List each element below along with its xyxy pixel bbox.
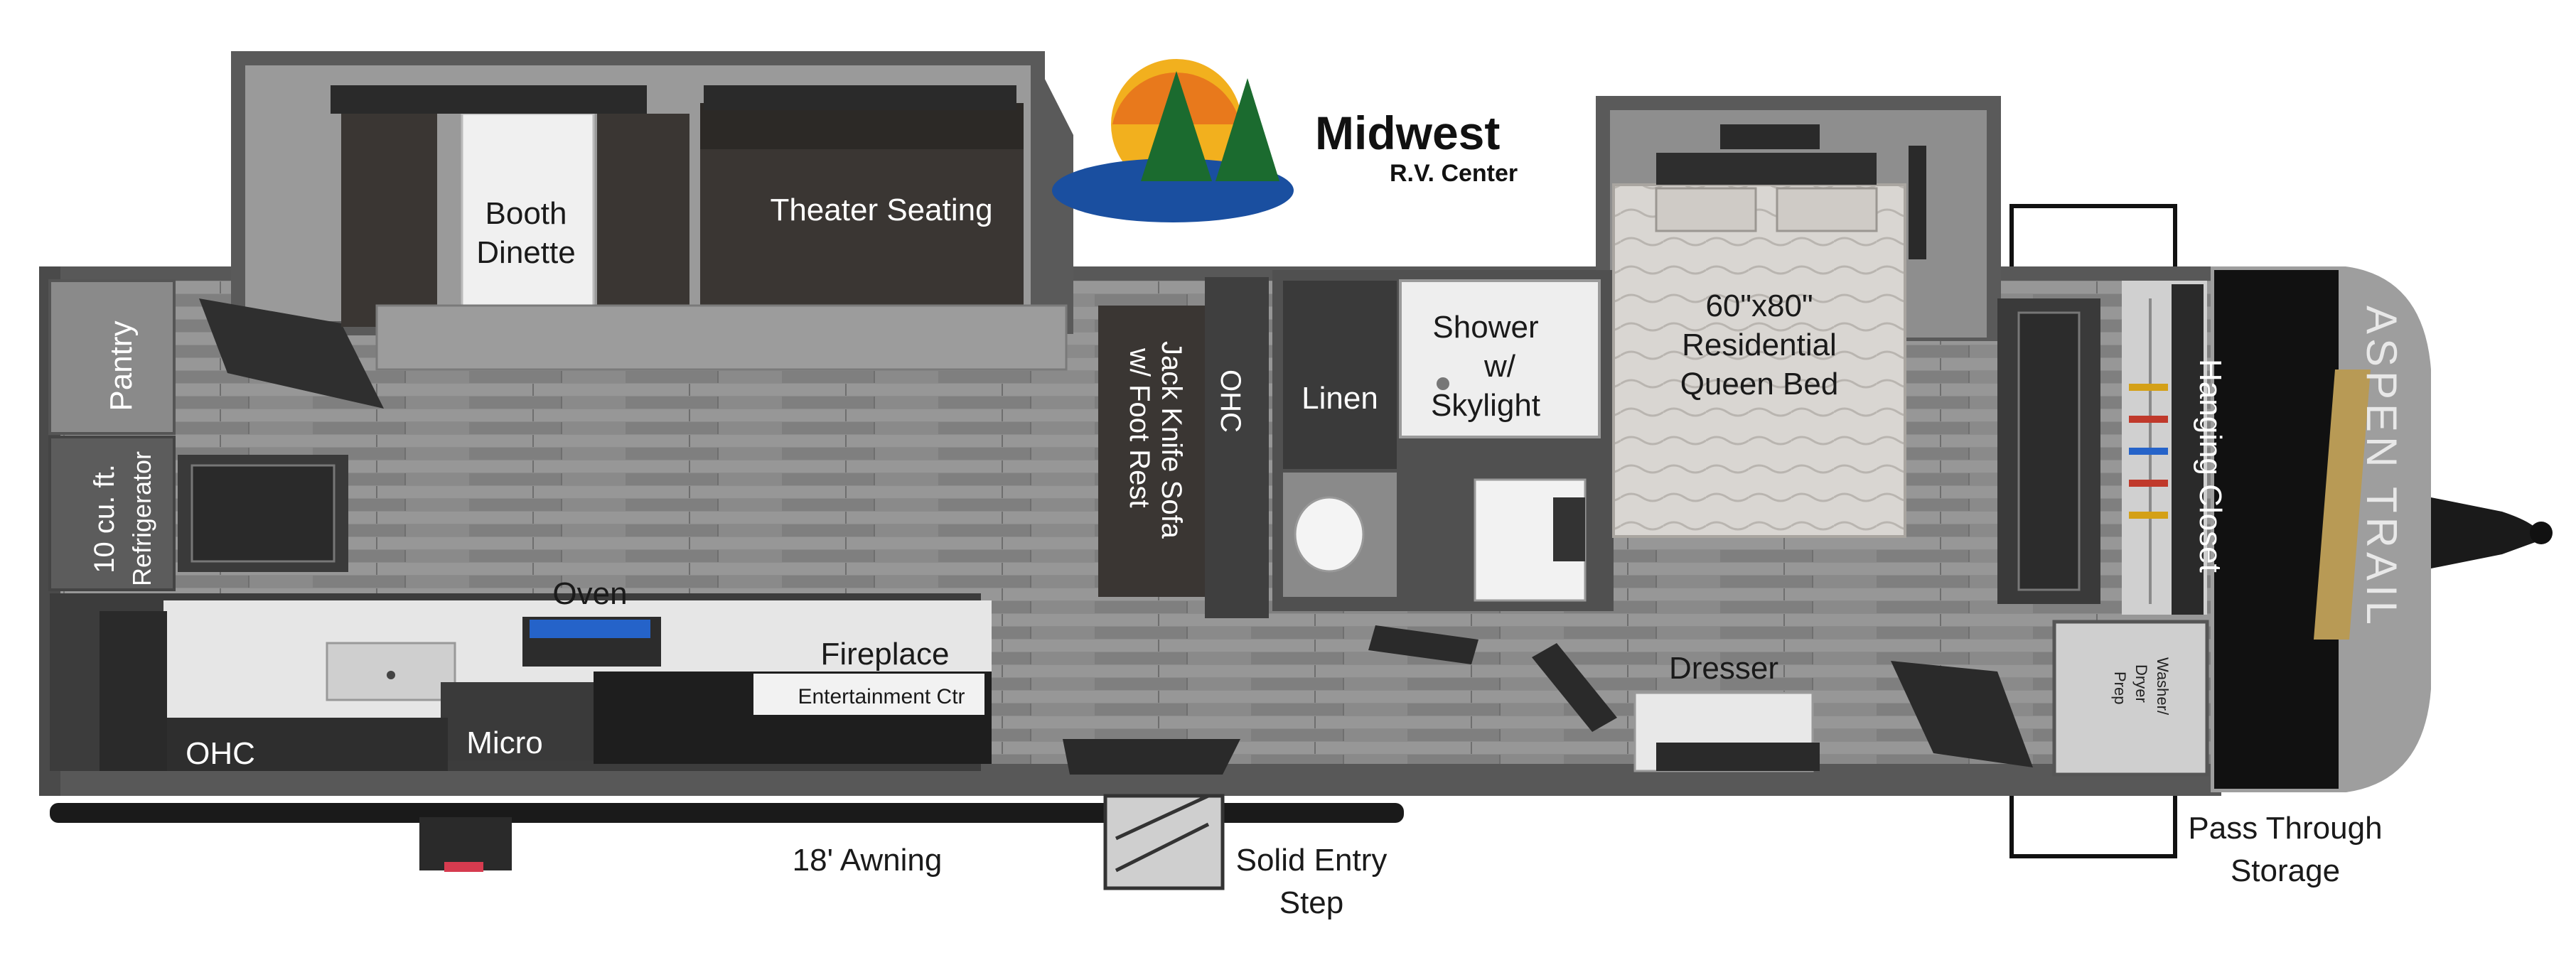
booth-window	[331, 85, 647, 114]
label-micro: Micro	[466, 726, 543, 760]
label-entry-step-2: Step	[1279, 885, 1344, 920]
queen-bed	[1612, 183, 1906, 538]
nightstand	[1909, 146, 1926, 259]
entry-door-opening	[1063, 739, 1240, 775]
label-shower-w: w/	[1483, 349, 1516, 384]
label-entertainment: Entertainment Ctr	[798, 685, 965, 708]
bath-door	[1368, 625, 1478, 664]
slide-out-left-angle	[1031, 51, 1073, 334]
closet-hangers-4	[2129, 480, 2168, 487]
pass-through-bottom	[2009, 796, 2177, 858]
label-sofa-footrest: w/ Foot Rest	[1124, 347, 1155, 508]
label-fireplace: Fireplace	[821, 637, 950, 672]
bed-headboard	[1656, 153, 1877, 185]
closet-hangers-2	[2129, 416, 2168, 423]
label-ohc-sofa: OHC	[1215, 370, 1246, 433]
label-dinette: Dinette	[476, 235, 575, 270]
washer-dryer-area	[2052, 620, 2209, 777]
closet-hangers-3	[2129, 448, 2168, 455]
awning-rail	[50, 803, 1404, 823]
closet-divider	[2172, 284, 2204, 615]
bedroom-door	[1532, 643, 1617, 732]
logo-tree-left	[1141, 71, 1212, 181]
label-theater-seating: Theater Seating	[770, 193, 992, 227]
label-refrigerator: Refrigerator	[127, 451, 156, 586]
label-ohc-kitchen: OHC	[186, 736, 255, 771]
front-cap-stripe	[2214, 270, 2339, 789]
bath-vanity-cab	[1553, 497, 1585, 561]
label-refrigerator-size: 10 cu. ft.	[89, 464, 120, 573]
faucet	[387, 671, 395, 679]
theater-window	[704, 85, 1016, 110]
label-dryer: Dryer	[2132, 664, 2150, 703]
toilet	[1294, 496, 1365, 573]
shower-drain	[1437, 377, 1449, 390]
label-washer: Washer/	[2154, 657, 2172, 716]
label-sofa: Jack Knife Sofa	[1156, 341, 1187, 539]
label-booth: Booth	[485, 196, 567, 231]
refrigerator	[48, 436, 176, 591]
awning-motor	[419, 817, 512, 870]
dresser-base	[1656, 743, 1820, 771]
oven-burners	[530, 620, 650, 638]
refrigerator-door-inner	[190, 464, 336, 563]
pantry	[48, 279, 176, 435]
label-bed-queen: Queen Bed	[1680, 367, 1839, 401]
theater-seating-back	[700, 103, 1024, 149]
logo-brand: Midwest	[1315, 107, 1500, 159]
label-bed-size: 60"x80"	[1705, 288, 1813, 323]
closet-hangers-1	[2129, 384, 2168, 391]
label-oven: Oven	[552, 576, 627, 611]
label-prep: Prep	[2111, 672, 2129, 704]
micro-unit	[441, 682, 597, 760]
label-linen: Linen	[1302, 381, 1378, 416]
pantry-door	[199, 298, 384, 409]
bedroom-window	[1720, 124, 1820, 149]
kitchen-side-cab	[100, 611, 167, 771]
booth-seat-left	[341, 114, 437, 327]
logo-tree-right	[1215, 78, 1279, 181]
label-shower: Shower	[1432, 310, 1538, 345]
booth-seat-right	[597, 114, 689, 327]
hitch-tongue	[2431, 497, 2542, 568]
closet-door	[1891, 661, 2033, 767]
jack-knife-sofa	[1098, 306, 1205, 597]
hitch-coupler	[2530, 522, 2553, 544]
awning-led	[444, 862, 483, 872]
label-storage: Storage	[2231, 853, 2340, 888]
pillow-left	[1655, 187, 1757, 232]
wardrobe-shelves	[2017, 311, 2081, 591]
living-rug	[375, 304, 1068, 371]
label-hanging-closet: Hanging Closet	[2193, 359, 2228, 573]
label-awning: 18' Awning	[793, 843, 943, 878]
logo-subtitle: R.V. Center	[1390, 160, 1518, 187]
aspen-trail-logo	[2314, 370, 2371, 640]
sofa-ohc	[1205, 277, 1269, 618]
linen-closet	[1283, 281, 1397, 469]
label-dresser: Dresser	[1669, 651, 1778, 686]
label-pass-through: Pass Through	[2188, 811, 2382, 846]
label-entry-step: Solid Entry	[1236, 843, 1388, 878]
label-skylight: Skylight	[1431, 388, 1540, 423]
entertainment-top	[753, 674, 984, 715]
midwest-rv-logo: Midwest R.V. Center	[1052, 59, 1518, 222]
booth-table	[461, 112, 595, 314]
shower	[1399, 279, 1601, 438]
entry-step	[1103, 794, 1225, 890]
label-front-cap: ASPEN TRAIL	[2358, 306, 2405, 629]
label-bed-residential: Residential	[1682, 328, 1837, 362]
label-pantry: Pantry	[104, 320, 139, 411]
pillow-right	[1776, 187, 1878, 232]
closet-hangers-5	[2129, 512, 2168, 519]
pass-through-top	[2009, 204, 2177, 266]
